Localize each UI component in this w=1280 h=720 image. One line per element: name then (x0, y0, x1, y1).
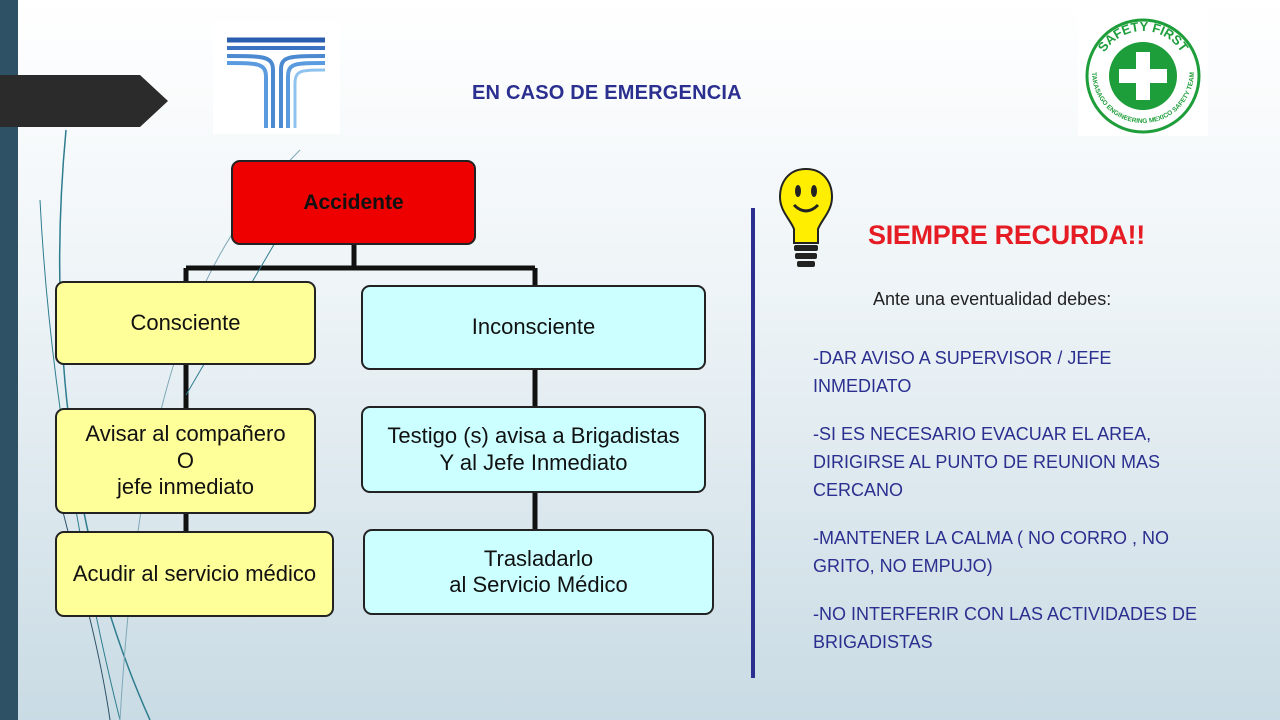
left-accent-bar (0, 0, 18, 720)
company-logo (213, 22, 340, 134)
unconscious-box: Inconsciente (361, 285, 706, 370)
reminder-item: -NO INTERFERIR CON LAS ACTIVIDADES DE BR… (813, 604, 1198, 652)
reminder-item: -DAR AVISO A SUPERVISOR / JEFE INMEDIATO (813, 348, 1112, 396)
accident-box: Accidente (231, 160, 476, 245)
reminder-list: -DAR AVISO A SUPERVISOR / JEFE INMEDIATO… (813, 344, 1208, 676)
blue-t-logo-icon (226, 37, 326, 128)
vertical-divider (751, 208, 755, 678)
reminder-item: -SI ES NECESARIO EVACUAR EL AREA, DIRIGI… (813, 424, 1161, 500)
witness-notify-box: Testigo (s) avisa a Brigadistas Y al Jef… (361, 406, 706, 493)
page-title: EN CASO DE EMERGENCIA (472, 82, 742, 104)
conscious-box: Consciente (55, 281, 316, 365)
safety-first-logo-icon: SAFETY FIRST TAKASAGO ENGINEERING MEXICO… (1085, 18, 1201, 134)
reminder-title: SIEMPRE RECURDA!! (868, 220, 1145, 250)
reminder-item: -MANTENER LA CALMA ( NO CORRO , NO GRITO… (813, 528, 1170, 576)
title-arrow-shape (0, 75, 168, 127)
notify-coworker-box: Avisar al compañero O jefe inmediato (55, 408, 316, 514)
safety-logo: SAFETY FIRST TAKASAGO ENGINEERING MEXICO… (1078, 12, 1208, 136)
go-medical-service-box: Acudir al servicio médico (55, 531, 334, 617)
reminder-intro: Ante una eventualidad debes: (873, 289, 1112, 309)
transfer-medical-box: Trasladarlo al Servicio Médico (363, 529, 714, 615)
lightbulb-smiley-icon (778, 167, 834, 267)
